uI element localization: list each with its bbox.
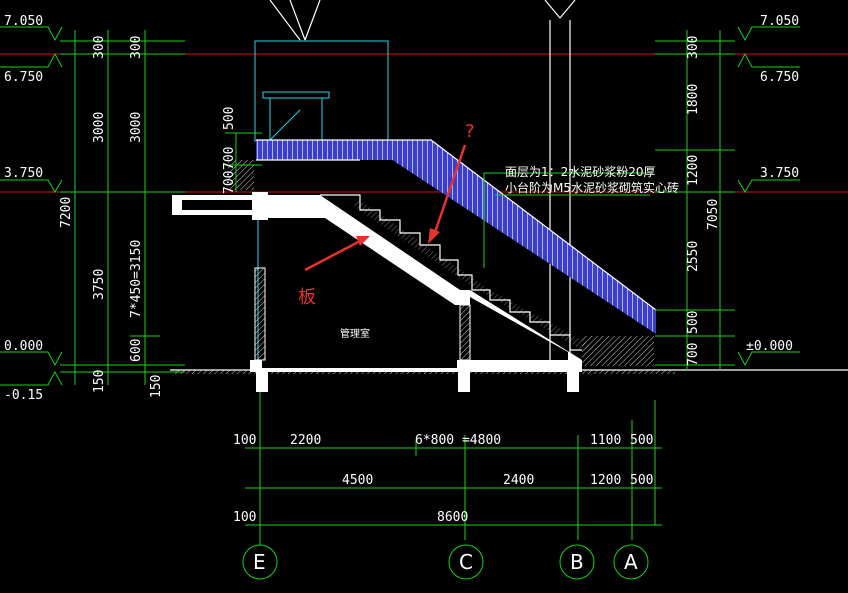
note-line-2: 小台阶为M5水泥砂浆砌筑实心砖 [505,180,679,195]
elev-right-6750: 6.750 [760,70,799,85]
elev-right-3750: 3.750 [760,166,799,181]
dim-inner-3000: 3000 [129,112,144,143]
elevation-markers [0,26,800,386]
dim-inner-150: 150 [149,375,164,398]
dim-small-700b: 700 [222,171,237,194]
elev-left-3750: 3.750 [4,166,43,181]
room-label: 管理室 [340,327,370,340]
elev-left-0000: 0.000 [4,339,43,354]
dim-bottom-r1-500: 500 [630,433,653,448]
note-line-1: 面层为1：2水泥砂浆粉20厚 [505,164,656,179]
dim-bottom-r2-1200: 1200 [590,473,621,488]
dim-bottom-r3-100: 100 [233,510,256,525]
dim-right-700: 700 [686,343,701,366]
bottom-dimensions [245,392,662,540]
dim-right-1200: 1200 [686,155,701,186]
elev-left-7050: 7.050 [4,14,43,29]
structure [170,160,848,392]
dim-bottom-r1-4800: 6*800 =4800 [415,433,501,448]
tree-sketch [269,0,576,365]
question-mark: ? [465,121,475,142]
dim-left-300: 300 [92,36,107,59]
dim-bottom-r1-100: 100 [233,433,256,448]
elev-left-015: -0.15 [4,388,43,403]
dim-bottom-r1-2200: 2200 [290,433,321,448]
dim-left-7200: 7200 [59,197,74,228]
axis-label-b: B [570,550,584,574]
dim-right-7050: 7050 [706,199,721,230]
dim-small-700: 700 [222,147,237,170]
dim-right-2550: 2550 [686,241,701,272]
dim-left-150: 150 [92,370,107,393]
dim-bottom-r3-8600: 8600 [437,510,468,525]
dim-right-500: 500 [686,311,701,334]
red-arrows [304,144,467,272]
dim-right-300: 300 [686,36,701,59]
dim-inner-3150: 7*450=3150 [129,240,144,318]
dim-inner-600: 600 [129,339,144,362]
axis-label-e: E [253,550,266,574]
axis-label-c: C [459,550,473,574]
elev-right-0000: ±0.000 [746,339,793,354]
left-dimensions [60,30,185,385]
dim-right-1800: 1800 [686,84,701,115]
dim-bottom-r2-4500: 4500 [342,473,373,488]
right-dimensions [225,30,735,370]
note-leader [483,172,650,268]
elev-left-6750: 6.750 [4,70,43,85]
axis-label-a: A [624,550,638,574]
dim-left-3000: 3000 [92,112,107,143]
dim-bottom-r2-500: 500 [630,473,653,488]
dim-inner-300: 300 [129,36,144,59]
board-label: 板 [298,287,316,308]
axis-bubbles [242,540,649,580]
dim-small-500: 500 [222,107,237,130]
dim-bottom-r1-1100: 1100 [590,433,621,448]
dim-left-3750: 3750 [92,269,107,300]
dim-bottom-r2-2400: 2400 [503,473,534,488]
elev-right-7050: 7.050 [760,14,799,29]
railing [256,139,657,334]
